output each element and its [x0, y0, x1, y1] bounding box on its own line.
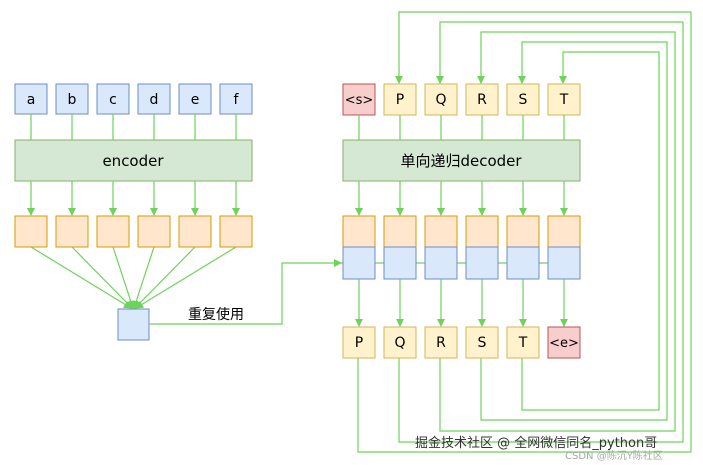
- encoder-output-arrows: [27, 181, 240, 216]
- encoder-hidden-states: [14, 215, 253, 248]
- decoder-output-arrows: [355, 181, 568, 216]
- context-to-decoder-arrow: [149, 259, 342, 325]
- encoder-input-label: c: [109, 92, 117, 108]
- encoder-input-c: c: [96, 83, 130, 115]
- encoder-input-b: b: [55, 83, 89, 115]
- decoder-output-q: Q: [383, 326, 417, 359]
- decoder-input-label: P: [396, 92, 404, 108]
- decoder-input-connectors: [358, 115, 565, 140]
- reuse-label: 重复使用: [188, 306, 244, 323]
- decoder-state-2: [383, 215, 417, 280]
- decoder-state-1: [342, 215, 376, 280]
- encoder-input-connectors: [30, 114, 237, 140]
- encoder-hidden-state: [55, 215, 89, 248]
- encoder-input-d: d: [137, 83, 171, 115]
- decoder-output-label: P: [355, 335, 363, 351]
- encoder-input-label: a: [27, 92, 36, 108]
- encoder-label: encoder: [102, 152, 164, 170]
- encoder-input-tokens: a b c d e f: [14, 83, 253, 115]
- watermark-sub: CSDN @陈沉Y陈社区: [565, 449, 663, 462]
- encoder-hidden-state: [14, 215, 48, 248]
- decoder-output-label: <e>: [549, 336, 579, 351]
- decoder-input-start-token: <s>: [342, 83, 376, 116]
- encoder-block: encoder: [14, 139, 253, 182]
- encoder-input-label: f: [234, 92, 240, 108]
- decoder-input-t: T: [547, 83, 581, 116]
- decoder-input-q: Q: [424, 83, 458, 116]
- context-vector: [117, 308, 150, 341]
- decoder-hidden-states: [342, 215, 581, 280]
- decoder-input-label: <s>: [345, 93, 374, 108]
- decoder-prediction-arrows: [355, 279, 568, 327]
- encoder-input-label: d: [150, 92, 159, 108]
- encoder-input-f: f: [219, 83, 253, 115]
- decoder-output-p: P: [342, 326, 376, 359]
- decoder-input-tokens: <s> P Q R S T: [342, 83, 581, 116]
- decoder-state-4: [465, 215, 499, 280]
- decoder-state-5: [506, 215, 540, 280]
- decoder-block: 单向递归decoder: [342, 139, 581, 182]
- decoder-input-s: S: [506, 83, 540, 116]
- encoder-input-a: a: [14, 83, 48, 115]
- watermark-main: 掘金技术社区 @ 全网微信同名_python哥: [415, 435, 657, 451]
- encoder-input-label: b: [68, 92, 77, 108]
- decoder-output-label: S: [478, 335, 487, 351]
- decoder-state-3: [424, 215, 458, 280]
- decoder-input-label: R: [477, 92, 487, 108]
- decoder-input-r: R: [465, 83, 499, 116]
- context-convergence-arrows: [30, 246, 237, 309]
- decoder-output-end-token: <e>: [547, 326, 581, 359]
- encoder-input-label: e: [191, 92, 200, 108]
- decoder-output-r: R: [424, 326, 458, 359]
- decoder-output-label: Q: [394, 335, 405, 351]
- decoder-output-label: T: [518, 335, 528, 351]
- encoder-input-e: e: [178, 83, 212, 115]
- feedback-loops: [357, 11, 692, 453]
- decoder-input-p: P: [383, 83, 417, 116]
- decoder-output-s: S: [465, 326, 499, 359]
- encoder-hidden-state: [219, 215, 253, 248]
- decoder-input-label: S: [519, 92, 528, 108]
- encoder-hidden-state: [96, 215, 130, 248]
- decoder-output-label: R: [436, 335, 446, 351]
- decoder-output-tokens: P Q R S T <e>: [342, 326, 581, 359]
- decoder-input-label: T: [559, 92, 569, 108]
- decoder-input-label: Q: [435, 92, 446, 108]
- encoder-hidden-state: [178, 215, 212, 248]
- encoder-hidden-state: [137, 215, 171, 248]
- decoder-label: 单向递归decoder: [400, 152, 522, 170]
- decoder-state-6: [547, 215, 581, 280]
- decoder-output-t: T: [506, 326, 540, 359]
